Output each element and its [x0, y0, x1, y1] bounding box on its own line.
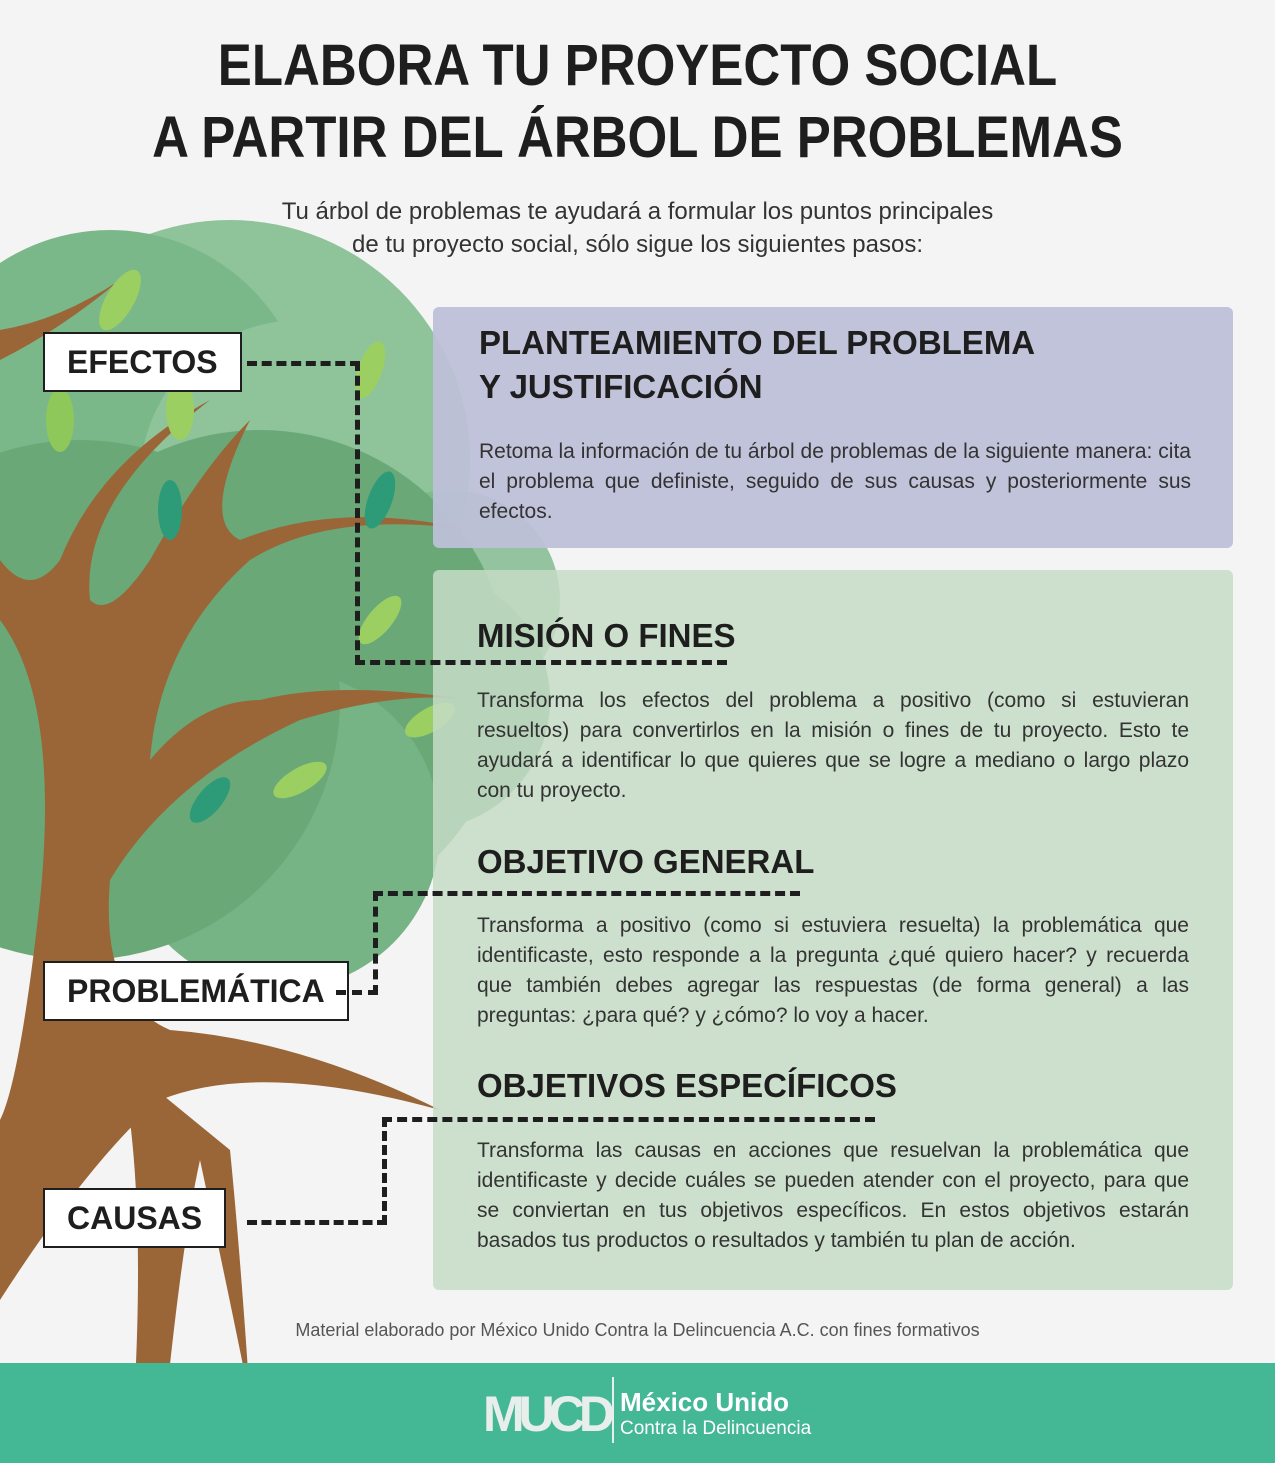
mucd-logo-mark: MUCD: [483, 1386, 615, 1442]
connector-efectos: [247, 361, 360, 366]
section-body-planteamiento: Retoma la información de tu árbol de pro…: [479, 440, 1191, 523]
tree-trunk: [0, 280, 470, 1463]
section-body-objetivo-general: Transforma a positivo (como si estuviera…: [477, 914, 1189, 1027]
title-line-1: ELABORA TU PROYECTO SOCIAL: [217, 33, 1058, 98]
heading-line-2: Y JUSTIFICACIÓN: [479, 368, 763, 405]
label-efectos: EFECTOS: [43, 332, 242, 392]
org-name-line-2: Contra la Delincuencia: [620, 1418, 812, 1439]
section-body-mision: Transforma los efectos del problema a po…: [477, 689, 1189, 802]
connector-causas-vertical: [382, 1117, 387, 1225]
connector-objetivos-especificos: [382, 1117, 875, 1122]
subtitle-line-1: Tu árbol de problemas te ayudará a formu…: [281, 198, 994, 225]
subtitle-line-2: de tu proyecto social, sólo sigue los si…: [352, 231, 923, 258]
org-name-line-1: México Unido: [620, 1387, 790, 1417]
connector-causas: [247, 1220, 387, 1225]
connector-objetivo-general: [373, 891, 800, 896]
section-objectives-box: [433, 570, 1233, 1290]
logo-divider: [612, 1377, 614, 1443]
section-body-objetivos-especificos: Transforma las causas en acciones que re…: [477, 1139, 1189, 1252]
footer-band: MUCD México Unido Contra la Delincuencia: [0, 1363, 1275, 1463]
connector-mision: [355, 660, 727, 665]
label-problematica: PROBLEMÁTICA: [43, 961, 349, 1021]
section-heading-mision: MISIÓN O FINES: [477, 617, 736, 654]
subtitle: Tu árbol de problemas te ayudará a formu…: [0, 195, 1275, 261]
page-title: ELABORA TU PROYECTO SOCIAL A PARTIR DEL …: [77, 30, 1199, 174]
heading-line-1: PLANTEAMIENTO DEL PROBLEMA: [479, 324, 1036, 361]
connector-efectos-vertical: [355, 361, 360, 665]
credit-text: Material elaborado por México Unido Cont…: [295, 1320, 980, 1340]
section-planteamiento-box: [433, 307, 1233, 548]
section-heading-planteamiento: PLANTEAMIENTO DEL PROBLEMA Y JUSTIFICACI…: [479, 321, 1035, 409]
title-line-2: A PARTIR DEL ÁRBOL DE PROBLEMAS: [152, 105, 1123, 170]
connector-problematica: [336, 990, 378, 995]
section-heading-objetivo-general: OBJETIVO GENERAL: [477, 843, 815, 880]
section-heading-objetivos-especificos: OBJETIVOS ESPECÍFICOS: [477, 1067, 897, 1104]
label-causas: CAUSAS: [43, 1188, 227, 1248]
connector-problematica-vertical: [373, 891, 378, 995]
tree-leaves: [46, 269, 455, 823]
